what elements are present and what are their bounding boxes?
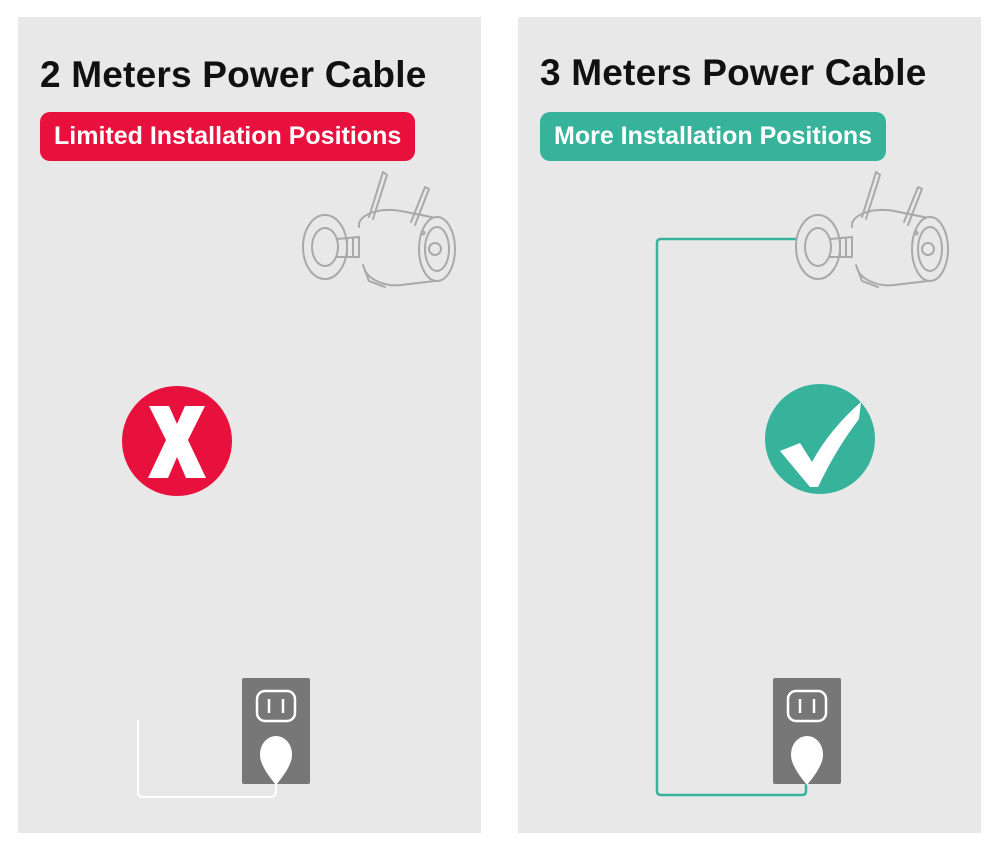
panel-title: 2 Meters Power Cable bbox=[40, 54, 427, 95]
outlet-icon bbox=[773, 678, 841, 785]
badge-more: More Installation Positions bbox=[540, 112, 887, 161]
badge-limited: Limited Installation Positions bbox=[40, 112, 416, 161]
camera-icon bbox=[795, 171, 949, 288]
illustration-left bbox=[122, 171, 456, 798]
comparison-panel-2m: 2 Meters Power Cable Limited Installatio… bbox=[18, 17, 481, 833]
illustration-right bbox=[655, 171, 949, 797]
panel-title: 3 Meters Power Cable bbox=[540, 52, 927, 93]
outlet-icon bbox=[242, 678, 310, 785]
comparison-panel-3m: 3 Meters Power Cable More Installation P… bbox=[518, 17, 981, 833]
cross-icon bbox=[122, 386, 232, 496]
power-cable bbox=[137, 720, 277, 798]
power-cable bbox=[655, 237, 808, 797]
camera-icon bbox=[302, 171, 456, 288]
checkmark-icon bbox=[765, 384, 875, 494]
